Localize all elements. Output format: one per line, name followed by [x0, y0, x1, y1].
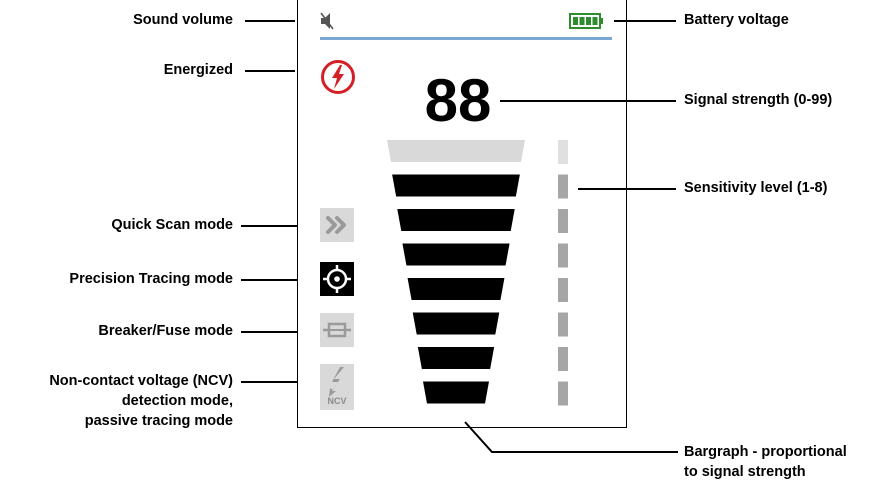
sensitivity-segment [558, 209, 568, 233]
ncv-label: NCV [327, 396, 347, 406]
label-signal-strength: Signal strength (0-99) [684, 92, 833, 108]
header-divider [320, 37, 612, 40]
sensitivity-segment [558, 243, 568, 268]
label-sensitivity-level: Sensitivity level (1-8) [684, 180, 828, 196]
label-battery-voltage: Battery voltage [684, 12, 789, 28]
sensitivity-segment [558, 140, 568, 164]
leader-battery-voltage [614, 20, 676, 22]
leader-breaker-fuse [241, 331, 297, 333]
speaker-muted-icon [320, 12, 334, 30]
leader-sensitivity-level [578, 188, 676, 190]
battery-full-icon [569, 13, 603, 29]
bargraph-bar [417, 347, 495, 369]
mode-precision-tracing[interactable] [320, 262, 354, 296]
mode-ncv[interactable]: NCV [320, 364, 354, 410]
label-bargraph-line1: Bargraph - proportional [684, 444, 847, 460]
leader-ncv [241, 381, 297, 383]
lightning-bolt-circle-icon [321, 60, 355, 94]
label-breaker-fuse: Breaker/Fuse mode [98, 323, 233, 339]
bargraph-bar [407, 278, 505, 300]
label-ncv-line2: detection mode, [121, 393, 233, 409]
leader-quick-scan [241, 225, 297, 227]
bargraph-bar [387, 140, 525, 162]
bargraph-bar [402, 243, 510, 266]
label-bargraph-line2: to signal strength [684, 464, 806, 480]
fuse-icon [323, 322, 351, 338]
label-energized: Energized [163, 62, 233, 78]
leader-precision-tracing [241, 279, 297, 281]
ncv-bolt-icon [329, 367, 344, 397]
sensitivity-segment [558, 381, 568, 406]
mode-quick-scan[interactable] [320, 208, 354, 242]
signal-strength-value: 88 [424, 67, 492, 134]
sensitivity-segment [558, 278, 568, 302]
leader-sound-volume [245, 20, 295, 22]
label-sound-volume: Sound volume [133, 12, 233, 28]
label-ncv-line3: passive tracing mode [84, 413, 233, 429]
sensitivity-segment [558, 312, 568, 337]
leader-signal-strength [500, 100, 676, 102]
bargraph-bar [397, 209, 515, 231]
sensitivity-segment [558, 347, 568, 371]
bargraph-bar [412, 312, 500, 335]
bargraph-bar [423, 381, 489, 404]
sensitivity-level-indicator [558, 140, 568, 406]
bargraph [387, 140, 525, 404]
bargraph-bar [392, 174, 520, 197]
device-screen: 88 NCV [297, 0, 627, 428]
crosshair-target-icon [323, 265, 351, 293]
double-chevron-icon [326, 216, 346, 234]
sensitivity-segment [558, 174, 568, 199]
label-ncv-line1: Non-contact voltage (NCV) [49, 373, 233, 389]
label-precision-tracing: Precision Tracing mode [69, 271, 233, 287]
leader-energized [245, 70, 295, 72]
mode-breaker-fuse[interactable] [320, 313, 354, 347]
label-quick-scan: Quick Scan mode [111, 217, 233, 233]
